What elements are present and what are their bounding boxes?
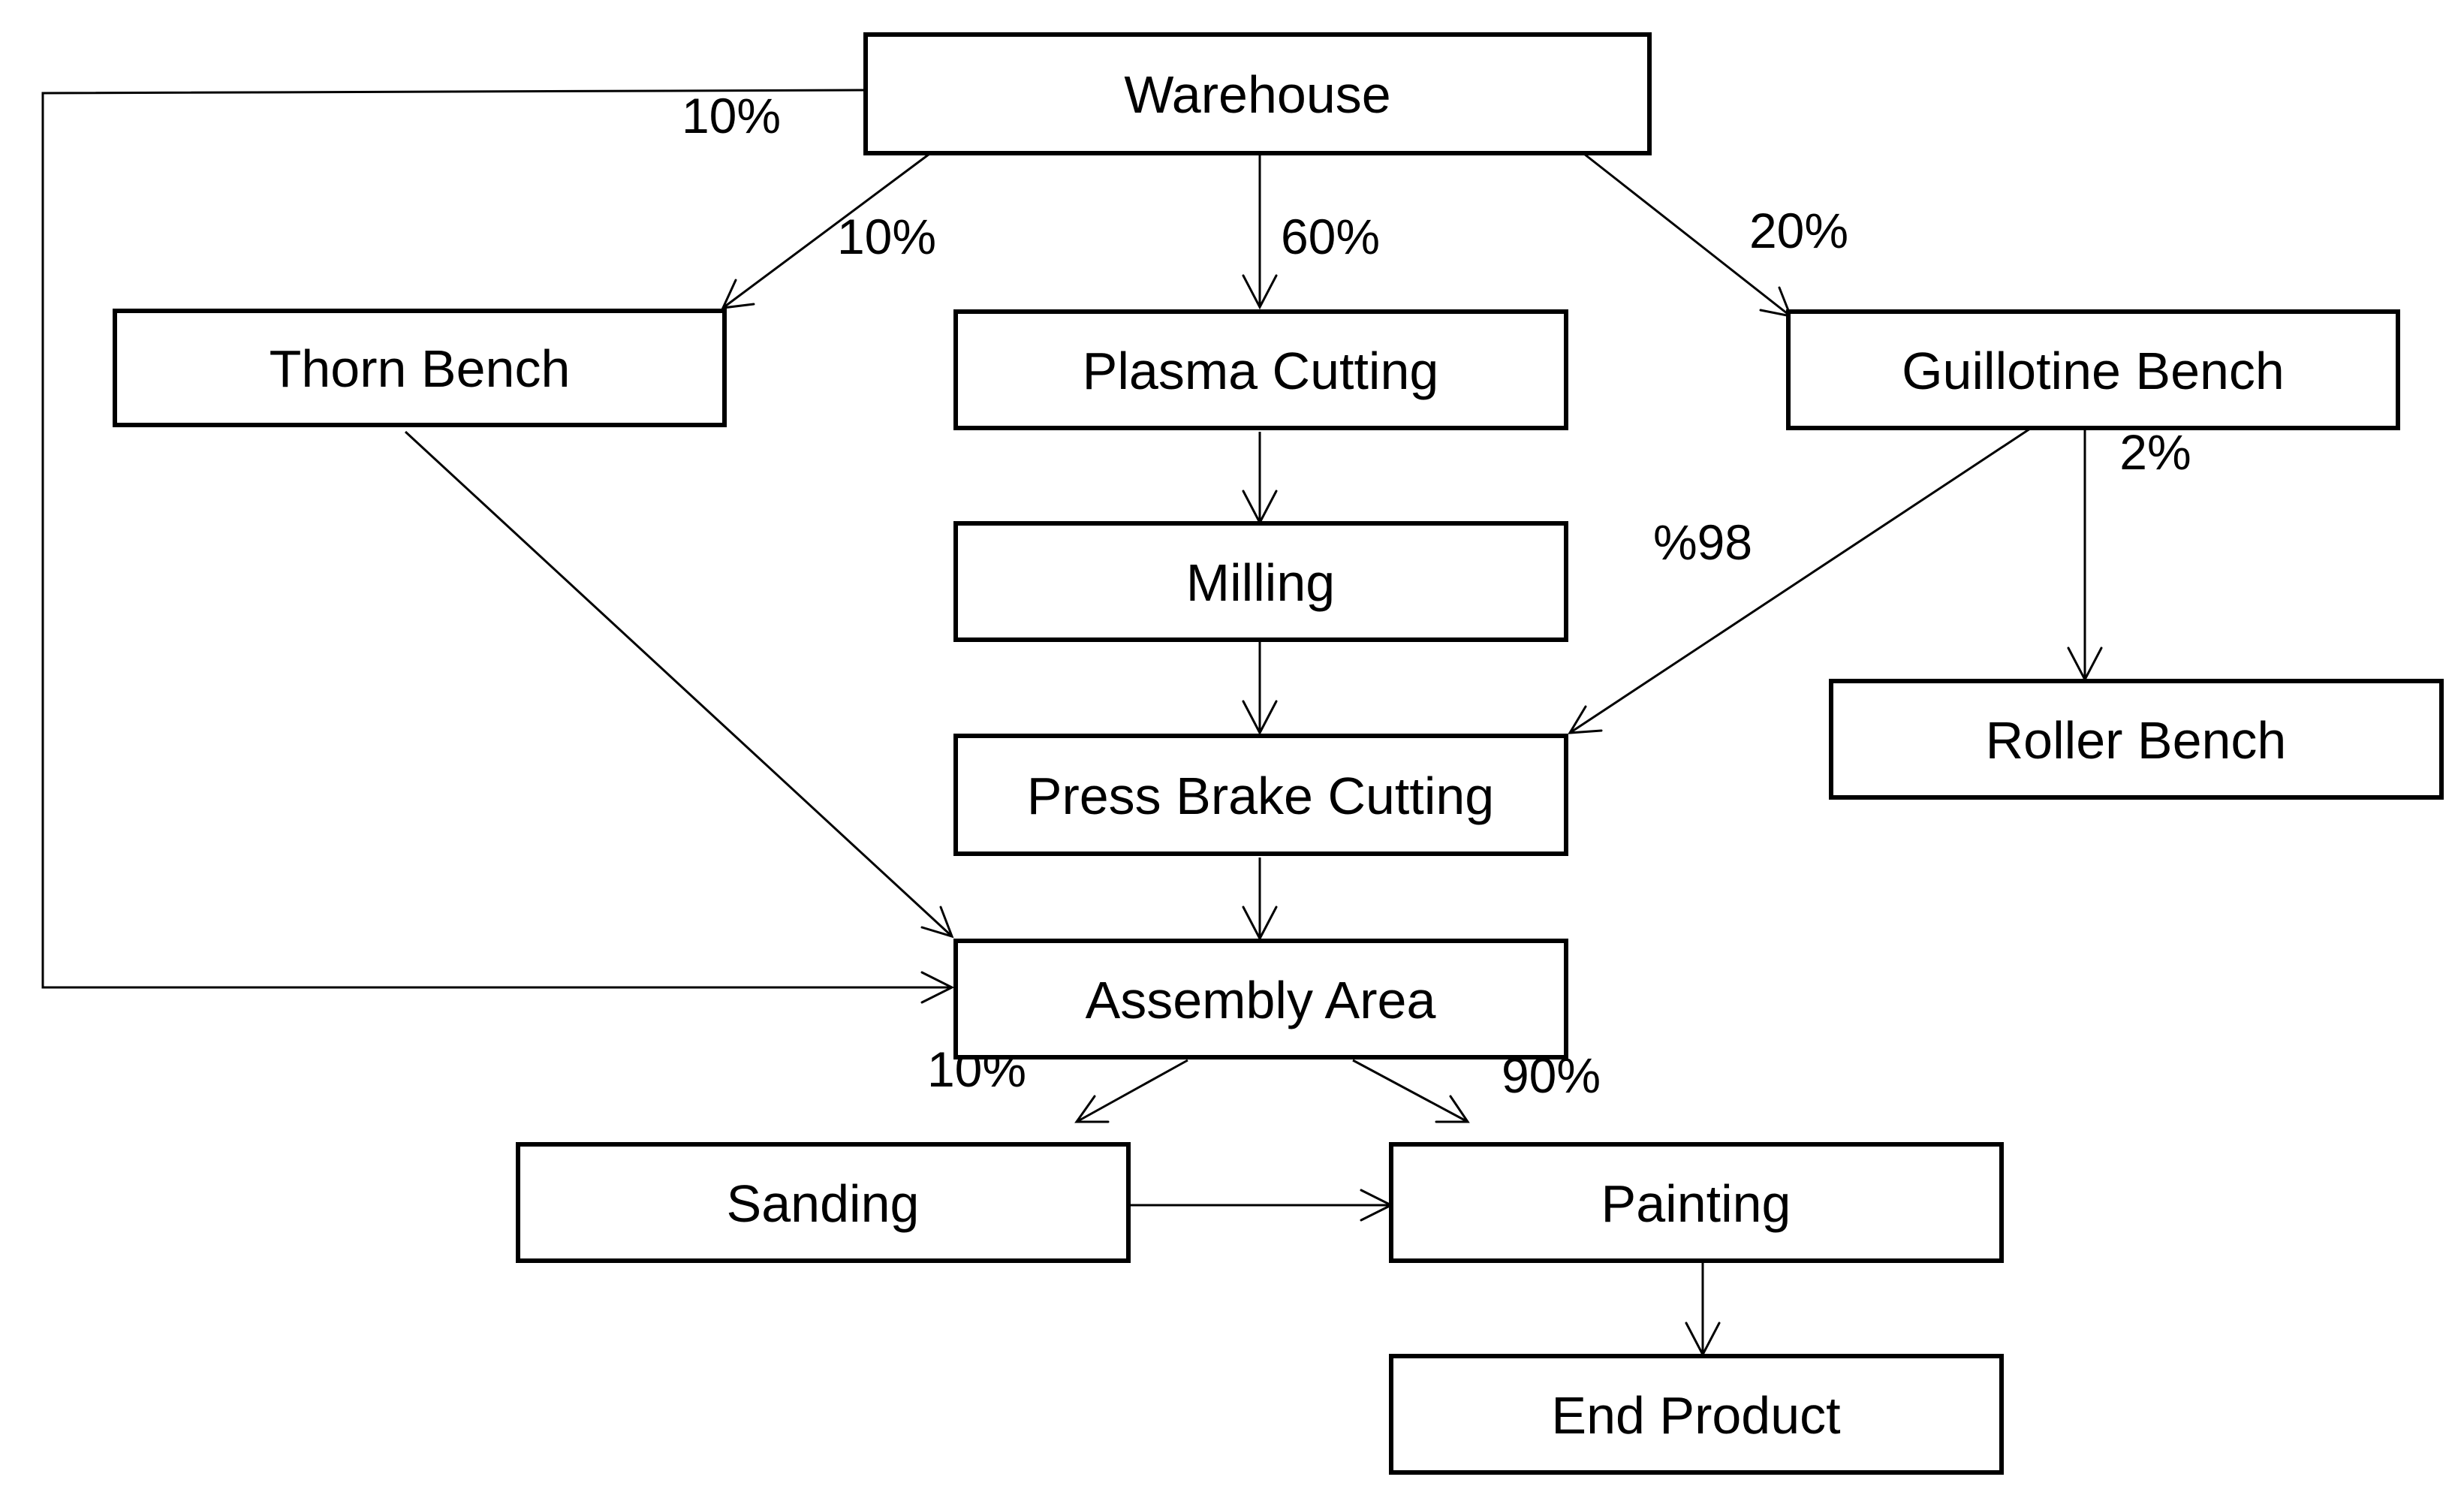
- node-warehouse-label: Warehouse: [1124, 65, 1390, 124]
- node-painting-label: Painting: [1601, 1174, 1791, 1233]
- edge-warehouse-to-thorn: [721, 152, 930, 309]
- node-warehouse: Warehouse: [863, 32, 1652, 155]
- label-warehouse-to-guillotine: 20%: [1749, 203, 1848, 258]
- label-guillotine-to-roller: 2%: [2119, 424, 2191, 480]
- node-plasma-cutting-label: Plasma Cutting: [1083, 342, 1439, 400]
- node-sanding-label: Sanding: [727, 1174, 920, 1233]
- edge-guillotine-to-roller: [2067, 428, 2103, 683]
- node-end-product-label: End Product: [1551, 1386, 1840, 1445]
- label-warehouse-to-plasma: 60%: [1281, 209, 1380, 264]
- edge-painting-to-end-product: [1685, 1259, 1721, 1358]
- node-roller-bench-label: Roller Bench: [1986, 711, 2287, 770]
- label-guillotine-to-press: %98: [1653, 514, 1752, 570]
- node-painting: Painting: [1389, 1142, 2004, 1263]
- node-sanding: Sanding: [516, 1142, 1131, 1263]
- node-roller-bench: Roller Bench: [1829, 679, 2444, 800]
- node-guillotine-bench-label: Guillotine Bench: [1902, 342, 2285, 400]
- node-thorn-bench-label: Thorn Bench: [270, 339, 571, 398]
- edge-plasma-to-milling: [1242, 432, 1278, 526]
- node-milling: Milling: [953, 521, 1568, 642]
- edge-milling-to-press: [1242, 642, 1278, 736]
- node-assembly-area-label: Assembly Area: [1086, 971, 1436, 1029]
- node-press-brake-cutting-label: Press Brake Cutting: [1027, 767, 1494, 825]
- edge-thorn-to-assembly: [404, 430, 954, 939]
- edge-sanding-to-painting: [1130, 1189, 1394, 1222]
- edge-assembly-to-sanding: [1074, 1059, 1188, 1123]
- edge-warehouse-to-assembly: [41, 89, 955, 1004]
- node-plasma-cutting: Plasma Cutting: [953, 309, 1568, 430]
- edge-guillotine-to-press: [1568, 423, 2038, 734]
- node-end-product: End Product: [1389, 1354, 2004, 1475]
- label-warehouse-to-assembly: 10%: [682, 88, 781, 143]
- edge-warehouse-to-plasma: [1242, 154, 1278, 310]
- node-press-brake-cutting: Press Brake Cutting: [953, 734, 1568, 856]
- edge-assembly-to-painting: [1352, 1059, 1470, 1123]
- node-thorn-bench: Thorn Bench: [113, 309, 727, 427]
- node-milling-label: Milling: [1186, 553, 1335, 612]
- node-assembly-area: Assembly Area: [953, 939, 1568, 1059]
- node-guillotine-bench: Guillotine Bench: [1786, 309, 2400, 430]
- label-warehouse-to-thorn: 10%: [837, 209, 936, 264]
- edge-press-to-assembly: [1242, 857, 1278, 942]
